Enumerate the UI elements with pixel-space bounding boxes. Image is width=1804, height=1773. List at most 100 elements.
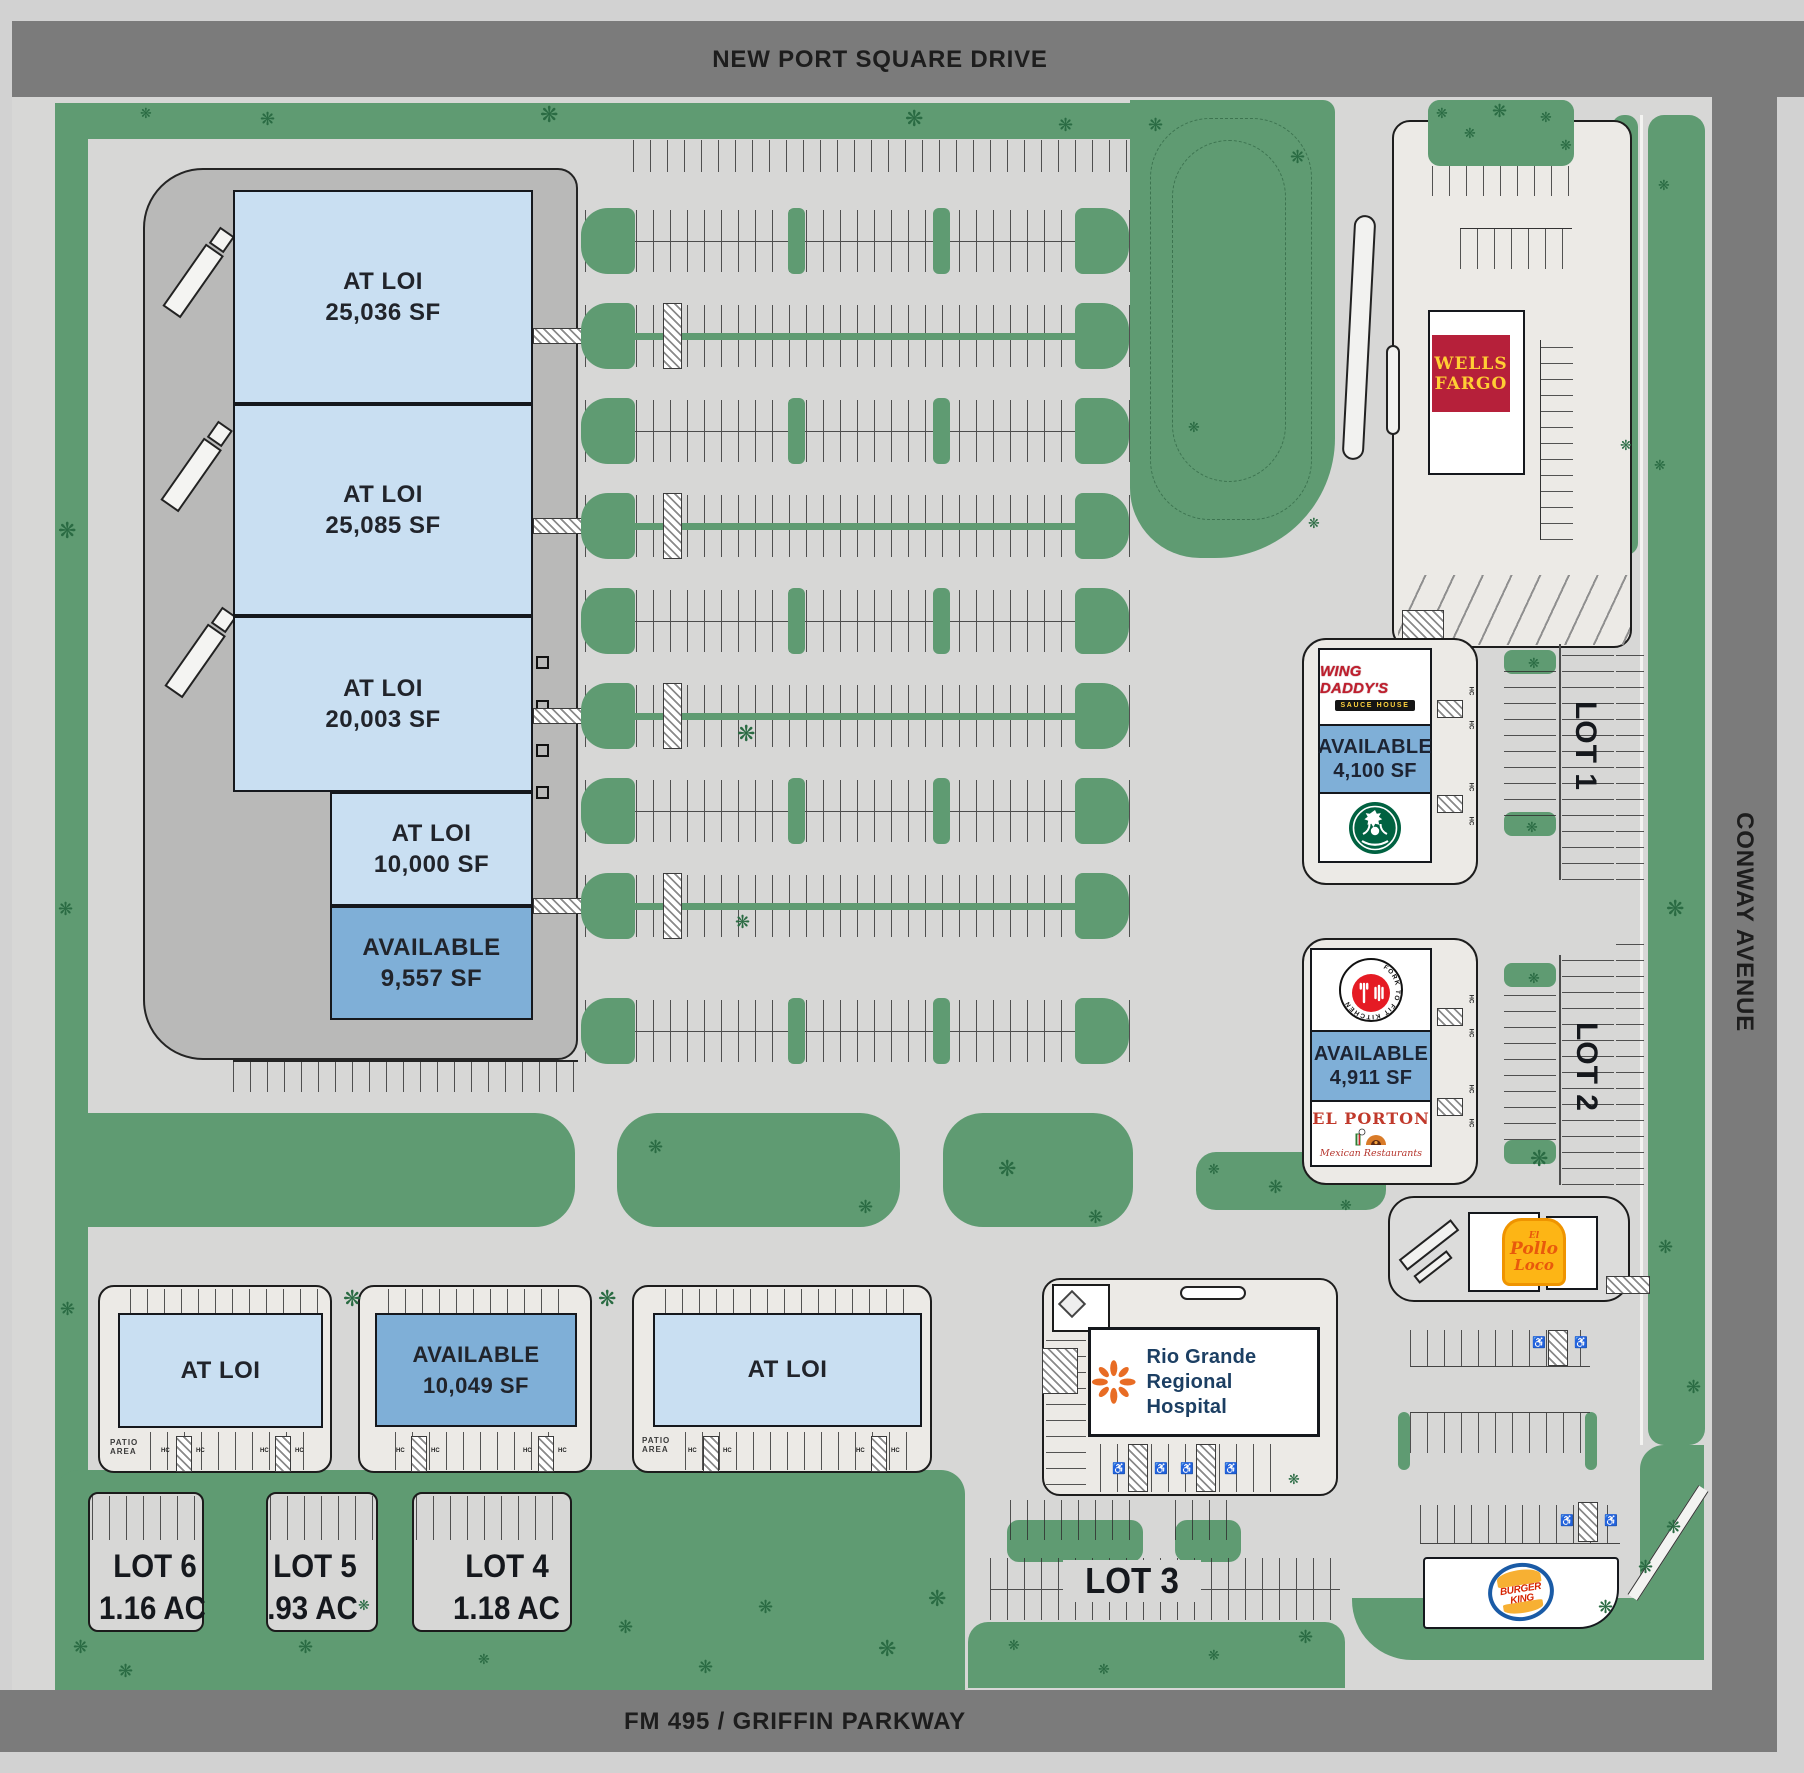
green-end-island <box>581 778 635 844</box>
hc-label: HC <box>1467 782 1474 792</box>
green-end-island <box>581 398 635 464</box>
green-median-strip <box>600 713 1124 720</box>
unit-status: AVAILABLE <box>362 933 501 961</box>
pad3-hc-hatch <box>703 1436 719 1472</box>
green-west-strip <box>55 103 88 1690</box>
left-margin <box>0 21 12 1690</box>
green-lot2-cap-top <box>1504 963 1556 987</box>
green-end-island <box>1075 303 1129 369</box>
hospital-hc-hatch <box>1128 1444 1148 1492</box>
hospital-line2: Regional Hospital <box>1146 1370 1233 1418</box>
pad2-hc-hatch <box>538 1436 554 1472</box>
unit-size: 10,000 SF <box>373 850 490 878</box>
green-lot3-bottom-band <box>968 1622 1345 1688</box>
green-parking-island <box>788 998 805 1064</box>
unit-20003: AT LOI 20,003 SF <box>233 616 533 792</box>
green-end-island <box>1075 398 1129 464</box>
dock-door <box>536 656 549 669</box>
pond-contour-inner <box>1172 140 1286 482</box>
green-end-island <box>581 683 635 749</box>
suite-4911-size: 4,911 SF <box>1329 1067 1413 1089</box>
handicap-icon: ♿ <box>1532 1337 1546 1349</box>
green-end-island <box>1075 588 1129 654</box>
burger-king-logo: BURGER KING <box>1483 1558 1559 1626</box>
fork-to-fit-logo-icon: FORK TO FIT KITCHEN <box>1339 958 1403 1022</box>
hc-label: HC <box>1467 720 1474 730</box>
lot6-area: 1.16 AC <box>99 1590 206 1626</box>
hospital-starburst-icon <box>1091 1360 1136 1404</box>
wing-daddys-logo: WING DADDY'S <box>1320 663 1389 697</box>
hc-label: HC <box>688 1448 697 1454</box>
fork-to-fit-suite: FORK TO FIT KITCHEN <box>1312 950 1430 1030</box>
handicap-icon: ♿ <box>1574 1337 1588 1349</box>
green-parking-island <box>788 588 805 654</box>
fork-hc-stall-hatch <box>1437 1098 1463 1116</box>
pad3-north-ticks <box>665 1289 910 1313</box>
el-pollo-loco-logo: El Pollo Loco <box>1502 1218 1566 1286</box>
pad2-north-ticks <box>388 1289 568 1313</box>
hc-label: HC <box>431 1448 440 1454</box>
pad2-building: AVAILABLE 10,049 SF <box>375 1313 577 1427</box>
green-median-strip <box>600 523 1124 530</box>
lot3-upper-ticks-b <box>1175 1500 1241 1540</box>
lot1-east-stalls <box>1562 644 1614 880</box>
green-median-strip <box>600 903 1124 910</box>
conway-side-stalls-north <box>1616 650 1644 880</box>
wells-fargo-sign: WELLS FARGO <box>1432 335 1510 412</box>
hc-label: HC <box>891 1448 900 1454</box>
lot2-east-stalls <box>1562 955 1614 1185</box>
unit-status: AT LOI <box>343 267 423 295</box>
suite-4911: AVAILABLE 4,911 SF <box>1312 1030 1430 1102</box>
el-porton-tagline: Mexican Restaurants <box>1319 1147 1423 1159</box>
lot2-west-stalls <box>1504 985 1556 1140</box>
handicap-icon: ♿ <box>1224 1463 1238 1475</box>
green-end-island <box>1075 683 1129 749</box>
pad2-status: AVAILABLE <box>412 1341 540 1367</box>
green-parking-island <box>933 998 950 1064</box>
pad2-hc-hatch <box>411 1436 427 1472</box>
crosswalk-hatch <box>663 683 682 749</box>
pad1-north-ticks <box>130 1289 320 1313</box>
suite-4100-status: AVAILABLE <box>1317 736 1433 758</box>
hc-label: HC <box>396 1448 405 1454</box>
lot4-label: LOT 4 <box>465 1548 549 1584</box>
lot4-bay-ticks <box>416 1496 568 1540</box>
lot1-label: LOT 1 <box>1569 700 1602 791</box>
el-porton-suite: EL PORTON Mexican Restaurants <box>1312 1102 1430 1165</box>
hc-label: HC <box>723 1448 732 1454</box>
parking-top-row-ticks <box>633 140 1128 172</box>
wing-daddys-suite: WING DADDY'S SAUCE HOUSE <box>1320 650 1430 724</box>
road-label-new-port-square: NEW PORT SQUARE DRIVE <box>712 46 1048 73</box>
road-fm495-griffin <box>0 1690 1712 1752</box>
bottom-margin <box>0 1752 1804 1773</box>
lot1-west-stalls <box>1504 668 1556 816</box>
hc-label: HC <box>856 1448 865 1454</box>
lot4-area: 1.18 AC <box>453 1590 560 1626</box>
el-porton-logo: EL PORTON <box>1312 1108 1430 1128</box>
patio-line1: PATIO <box>110 1438 139 1447</box>
unit-size: 25,036 SF <box>325 298 441 326</box>
hc-label: HC <box>1467 1118 1474 1128</box>
green-lot2-cap-bottom <box>1504 1140 1556 1164</box>
pad2-size: 10,049 SF <box>422 1372 529 1398</box>
green-end-island <box>1075 778 1129 844</box>
pollo-hc-hatch <box>1548 1330 1568 1366</box>
green-end-island <box>581 493 635 559</box>
tree-icon: ❋ <box>598 1286 617 1311</box>
green-pollo-south-bar-a <box>1398 1412 1410 1470</box>
anchor-south-parking-ticks <box>233 1060 578 1092</box>
top-margin <box>0 0 1804 21</box>
crosswalk-hatch <box>663 303 682 369</box>
green-end-island <box>581 303 635 369</box>
handicap-icon: ♿ <box>1154 1463 1168 1475</box>
road-label-fm495-griffin: FM 495 / GRIFFIN PARKWAY <box>624 1708 966 1735</box>
suite-4100: AVAILABLE 4,100 SF <box>1317 724 1433 794</box>
patio-line2: AREA <box>642 1445 669 1454</box>
fork-hc-stall-hatch <box>1437 1008 1463 1026</box>
pollo-line1: El <box>1528 1230 1540 1241</box>
pond-contour-outer <box>1150 118 1312 520</box>
unit-size: 20,003 SF <box>325 705 441 733</box>
pad3-status: AT LOI <box>747 1356 828 1383</box>
burger-king-ring: BURGER KING <box>1483 1558 1559 1626</box>
suite-4911-status: AVAILABLE <box>1313 1043 1429 1065</box>
